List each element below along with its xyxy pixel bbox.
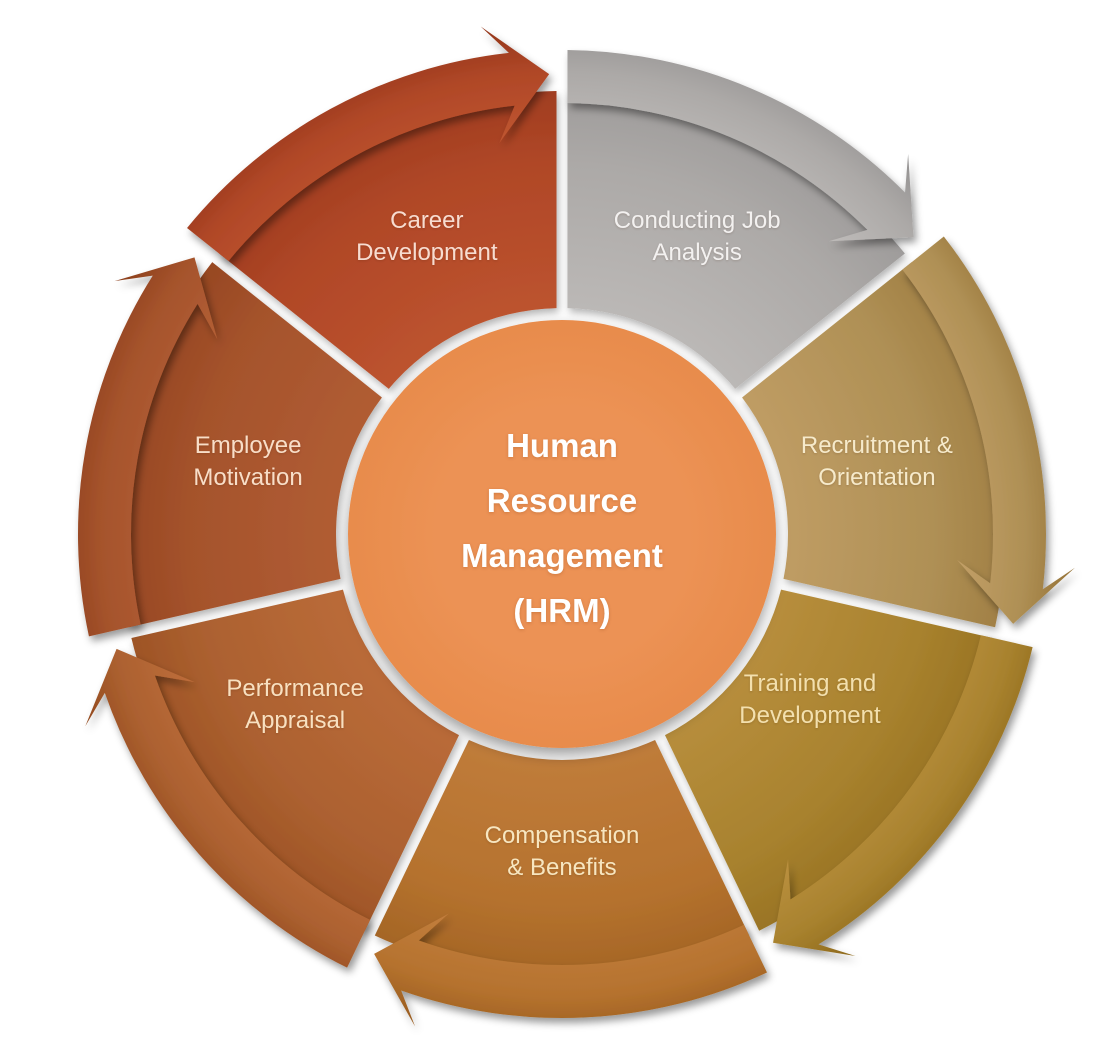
segment-performance-appraisal-arrow	[85, 648, 371, 968]
segment-performance-appraisal-wedge	[131, 589, 460, 931]
segment-conducting-job-analysis-wedge	[567, 91, 905, 389]
segment-compensation-benefits-arrow	[374, 913, 767, 1027]
segment-recruitment-orientation-arrow	[902, 236, 1075, 624]
segment-employee-motivation-wedge	[118, 262, 382, 628]
segment-recruitment-orientation-wedge	[742, 262, 1006, 628]
segment-employee-motivation-arrow	[78, 257, 218, 637]
segment-arrows	[78, 26, 1075, 1027]
segment-training-development-wedge	[664, 589, 993, 931]
segment-wedges	[118, 91, 1006, 978]
segment-career-development-wedge	[219, 91, 557, 389]
segment-training-development-arrow	[773, 635, 1033, 957]
segment-conducting-job-analysis-arrow	[567, 50, 914, 242]
segment-career-development-arrow	[187, 26, 550, 262]
center-circle	[348, 320, 776, 748]
segment-compensation-benefits-wedge	[374, 739, 750, 978]
